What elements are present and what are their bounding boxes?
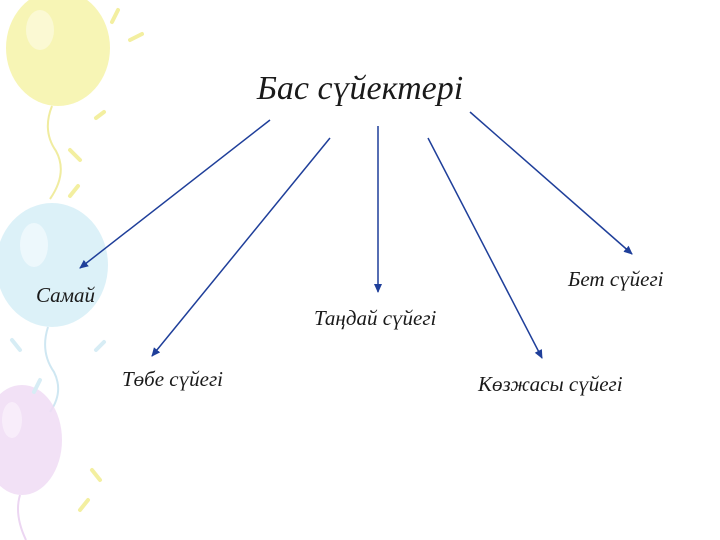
node-tandai-suiegi: Таңдай сүйегі	[314, 306, 437, 330]
arrow-to-bet	[469, 111, 633, 255]
arrow-to-kozjasy	[427, 137, 543, 359]
diagram-title: Бас сүйектері	[256, 70, 464, 107]
node-bet-suiegi: Бет сүйегі	[568, 267, 664, 291]
node-samai: Самай	[36, 283, 96, 307]
arrow-to-samai	[79, 119, 271, 269]
arrow-to-tobe	[151, 137, 331, 357]
node-kozjasy-suiegi: Көзжасы сүйегі	[478, 372, 623, 396]
node-tobe-suiegi: Төбе сүйегі	[122, 367, 223, 391]
